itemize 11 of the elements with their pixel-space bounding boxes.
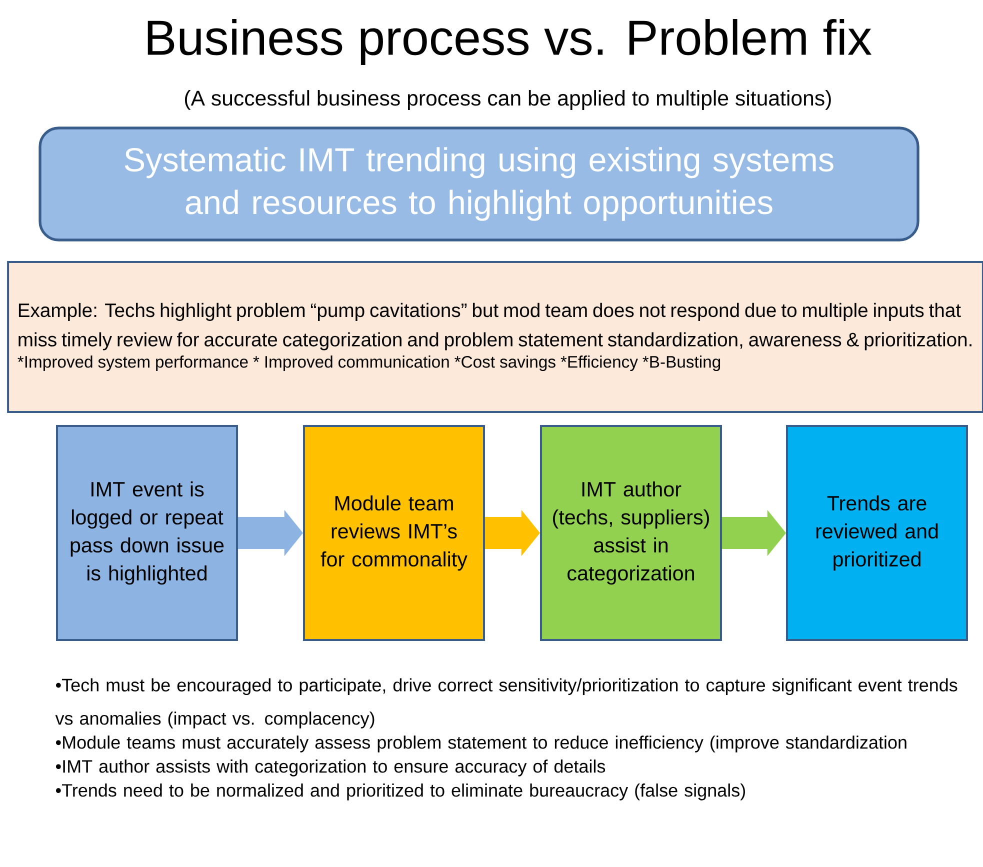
bullet-text: •Module teams must accurately assess problem statement to reduce inefficiency (improve standardization: [56, 736, 906, 752]
example-box: Example: Techs highlight problem “pump cavitations” but mod team does not respond due to multiple inputs that miss timely review for accurate categorization and problem statement standardization, awareness & prioritization. *Improved system performance * Improved communication *Cost savings *Efficiency *B-Busting: [7, 261, 983, 413]
bullet-text: •Trends need to be normalized and prioritized to eliminate bureaucracy (false signals): [56, 784, 745, 800]
banner-box: Systematic IMT trending using existing systems and resources to highlight opportunities: [38, 126, 920, 242]
process-box: Trends are reviewed and prioritized: [786, 425, 968, 641]
process-box: IMT author (techs, suppliers) assist in categorization: [540, 425, 722, 641]
bullet-text: •Tech must be encouraged to participate, drive correct sensitivity/prioritization to capture significant event trends vs anomalies (impact vs. complacency): [55, 678, 958, 728]
bullet-text: •IMT author assists with categorization to ensure accuracy of details: [56, 760, 606, 776]
process-box: IMT event is logged or repeat pass down issue is highlighted: [56, 425, 238, 641]
title: Business process vs. Problem fix: [148, 19, 872, 65]
process-box: Module team reviews IMT’s for commonality: [303, 425, 485, 641]
